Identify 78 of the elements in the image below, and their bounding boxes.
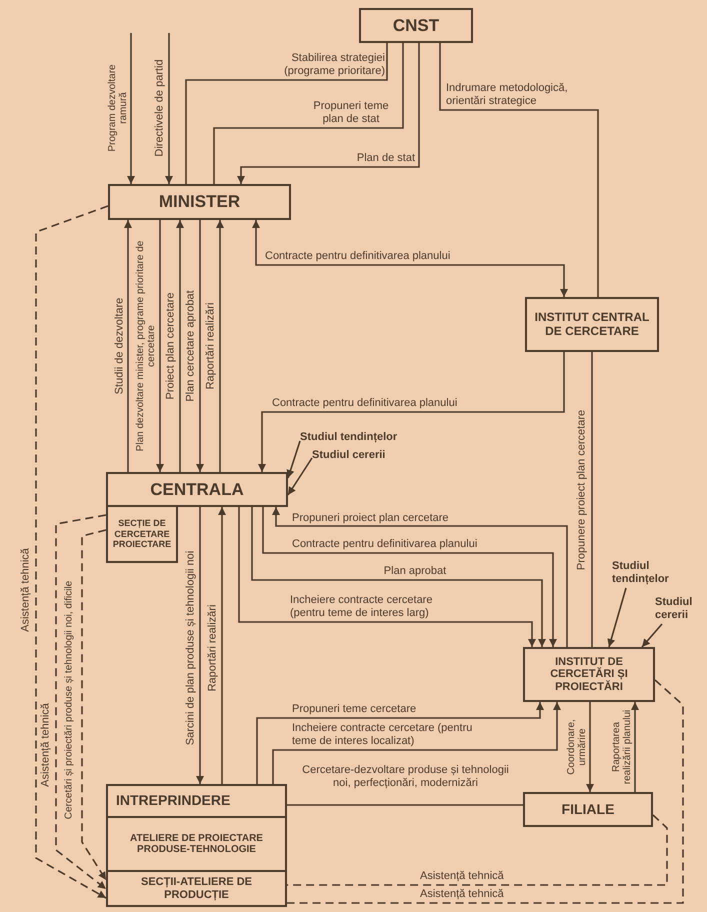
connector-line [213,43,404,184]
arrow [176,220,184,472]
org-name: INSTITUT CENTRAL DE CERCETARE [534,310,650,338]
edge-label: Asistență tehnică [20,547,32,634]
org-name: FILIALE [562,801,614,818]
org-box [359,8,473,43]
arrow [607,588,627,648]
edge-label: Directivele de partid [154,58,166,159]
arrow [216,220,224,472]
edge-label: Plan cercetare aprobat [184,289,198,404]
edge-label: Propuneri teme cercetare [292,703,418,716]
edge-label: Contracte pentru definitivarea planului [265,250,452,263]
connector-line [439,43,599,297]
connector-line [591,352,593,647]
edge-label: Incheiere contracte cercetare (pentru teme de interes larg) [290,594,434,620]
org-name: CENTRALA [150,480,244,500]
arrow [218,507,226,784]
arrow [586,702,594,792]
org-name: ATELIERE DE PROIECTARE PRODUSE-TEHNOLOGIE [129,832,264,856]
edge-label: Sarcini de plan produse și tehnologii noi [184,550,198,748]
arrow [196,507,204,784]
dashed-arrow [35,205,108,899]
connector-line [185,43,388,184]
edge-label: Proiect plan cercetare [164,292,178,402]
edge-label: Plan aprobat [382,565,448,578]
arrow [287,458,313,496]
arrow [631,702,639,792]
edge-label: Indrumare metodologică, orientări strategice [446,82,569,108]
arrow [237,43,420,184]
org-box [106,784,287,907]
org-name: SECȚIE DE CERCETARE PROIECTARE [112,518,172,550]
edge-label: Incheiere contracte cercetare (pentru teme de interes localizat) [292,722,474,748]
dashed-arrow [55,514,106,890]
org-box [106,472,288,507]
org-box [523,647,655,702]
edge-label: Propunere proiect plan cercetare [576,408,588,572]
arrow [124,220,132,472]
arrow [258,352,565,472]
org-box [106,505,178,563]
edge-label: Asistență tehnică [420,870,505,883]
edge-label: Cercetări și proiectări produse și tehnologii noi, dificile [64,580,74,822]
dashed-arrow [81,529,107,880]
edge-label: Raportări realizări [206,604,220,694]
edge-label: Raportări realizări [204,302,218,392]
org-box [523,792,653,827]
edge-label: Studii de dezvoltare [114,296,126,396]
connector-line [287,804,523,806]
arrow [252,220,568,297]
edge-label: Contracte pentru definitivarea planului [272,397,458,410]
org-name: SECȚII-ATELIERE DE PRODUCȚIE [140,876,254,902]
arrow [641,623,663,648]
arrow [156,220,164,472]
edge-label: Plan dezvoltare minister, programe prioritare de cercetare [135,240,157,454]
edge-label: Propuneri teme plan de stat [312,100,390,126]
org-box [108,184,291,220]
arrow [165,33,173,184]
arrow [127,33,135,184]
org-name: MINISTER [158,192,240,212]
edge-label: Cercetare-dezvoltare produse și tehnologii noi, perfecționări, modernizări [301,764,510,790]
org-name: INTREPRINDERE [115,791,232,810]
edge-label: Program dezvoltare ramură [107,63,129,154]
edge-label: Plan de stat [356,152,415,165]
edge-label: Stabilirea strategiei (programe prioritare) [283,52,385,78]
annotation-text: Studiul cererii [655,596,705,624]
arrow [286,440,301,478]
edge-label: Asistență tehnică [40,702,52,789]
edge-label: Raportarea realizării planului [611,708,633,786]
org-name: INSTITUT DE CERCETĂRI ȘI PROIECTĂRI [549,656,629,694]
annotation-text: Studiul cererii [312,449,422,465]
edge-label: Propuneri proiect plan cercetare [292,512,450,525]
org-box [525,297,659,352]
annotation-text: Studiul tendințelor [612,560,692,588]
annotation-text: Studiul tendințelor [300,431,430,447]
arrow [196,220,204,472]
org-name: CNST [392,16,440,36]
edge-label: Contracte pentru definitivarea planului [292,538,478,551]
edge-label: Coordonare, urmărire [566,718,588,777]
edge-label: Asistență tehnică [420,888,505,901]
